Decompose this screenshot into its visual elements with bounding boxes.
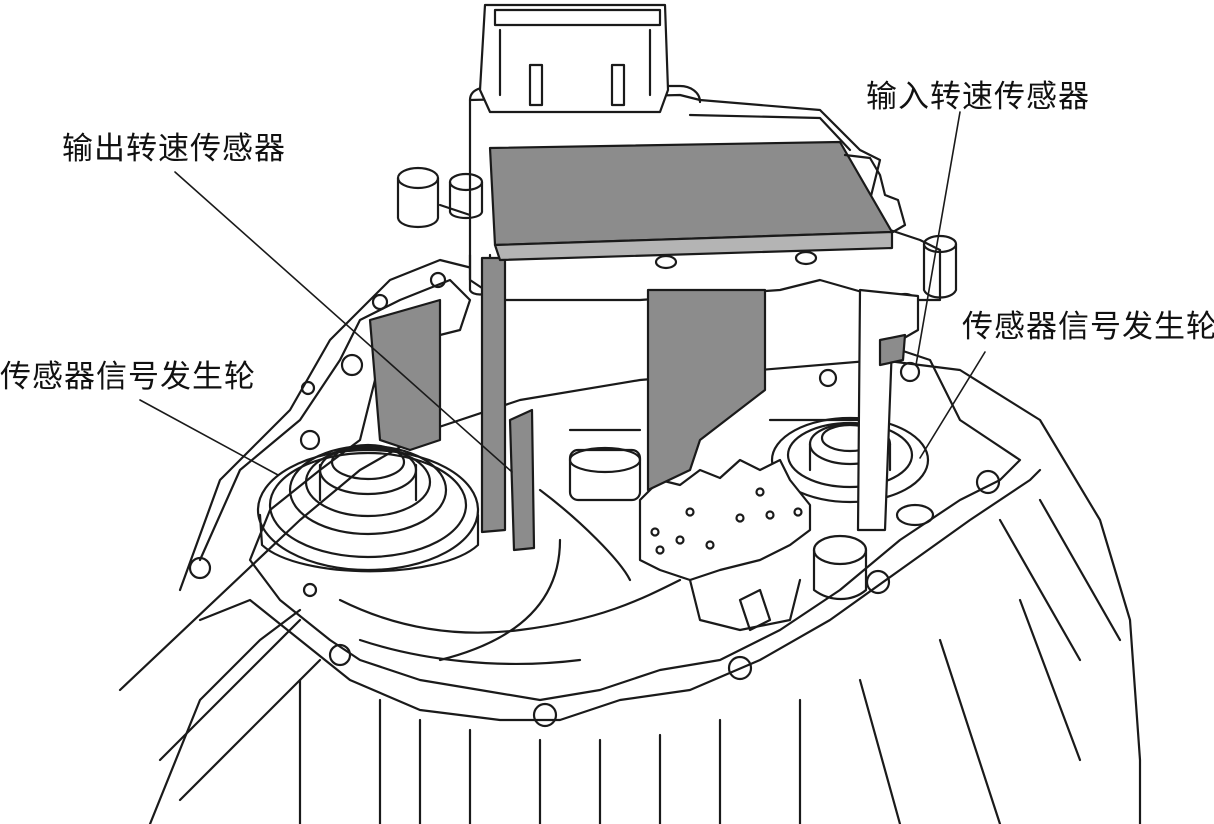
leader-signal-wheel-left: [139, 399, 279, 476]
leader-signal-wheel-right: [919, 351, 986, 459]
leader-output-speed-sensor: [174, 171, 513, 473]
sensor-brackets: [368, 256, 920, 552]
left-signal-wheel: [256, 443, 480, 573]
gear-sector: [638, 458, 812, 632]
input-speed-sensor-label: 输入转速传感器: [866, 79, 1090, 115]
leader-input-speed-sensor: [915, 111, 961, 366]
signal-wheel-right-label: 传感器信号发生轮: [962, 309, 1214, 345]
gearbox-housing: [118, 358, 1142, 824]
housing-internals: [338, 418, 862, 666]
output-speed-sensor-label: 输出转速传感器: [62, 131, 286, 167]
mechatronic-cover: [488, 140, 907, 262]
signal-wheel-left-label: 传感器信号发生轮: [0, 359, 256, 395]
leader-lines: [139, 111, 986, 476]
right-signal-wheel: [770, 416, 935, 601]
housing-flange: [178, 258, 1042, 728]
